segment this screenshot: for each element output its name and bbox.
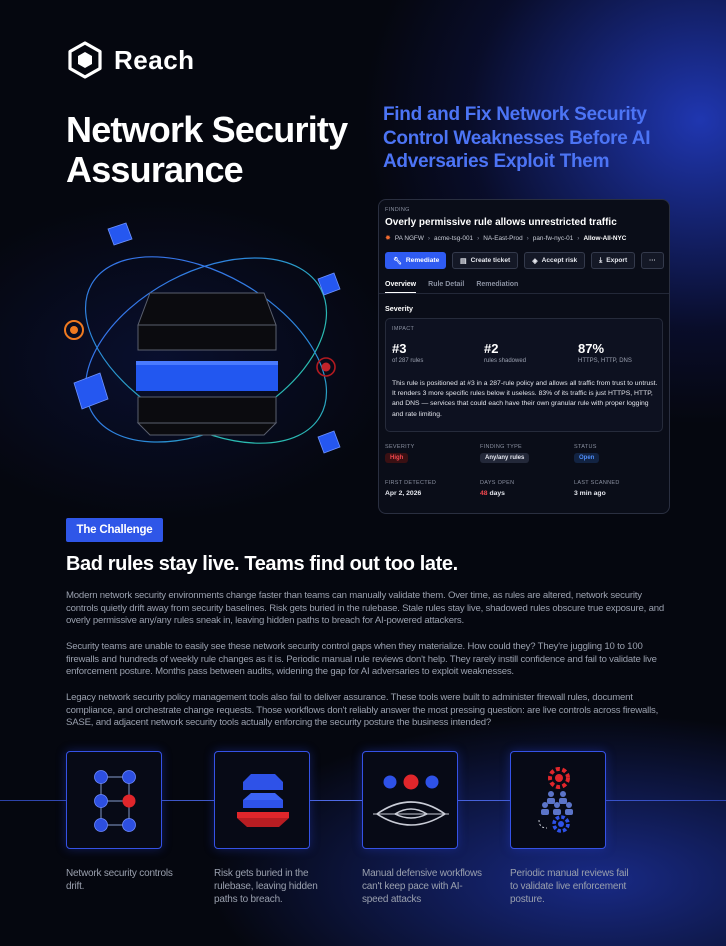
- create-ticket-button[interactable]: ▤Create ticket: [452, 252, 519, 269]
- tab-overview[interactable]: Overview: [385, 278, 417, 293]
- challenge-paragraph: Security teams are unable to easily see …: [66, 641, 657, 678]
- breadcrumb-item[interactable]: acme-tsg-001: [434, 234, 474, 242]
- type-badge: Any/any rules: [480, 453, 530, 463]
- feature-card: [214, 751, 310, 849]
- brand-name: Reach: [114, 44, 195, 75]
- breadcrumb-item[interactable]: pan-fw-nyc-01: [532, 234, 574, 242]
- meta-days-open: DAYS OPEN 48 days: [480, 480, 515, 497]
- stat-shadowed: #2 rules shadowed: [484, 341, 527, 364]
- shield-icon: ◈: [532, 257, 538, 265]
- tab-remediation[interactable]: Remediation: [476, 281, 519, 288]
- cube-logo-icon: [68, 41, 102, 79]
- challenge-heading: Bad rules stay live. Teams find out too …: [66, 553, 458, 575]
- feature-card: [362, 751, 458, 849]
- meta-status: STATUS Open: [574, 444, 600, 463]
- cube-icon: [107, 222, 133, 246]
- finding-breadcrumb: ✸ PA NGFW› acme-tsg-001› NA-East-Prod› p…: [385, 234, 627, 243]
- severity-badge: High: [385, 453, 409, 463]
- download-icon: ⤓: [599, 256, 603, 264]
- feature-caption: Manual defensive workflows can't keep pa…: [362, 868, 482, 906]
- breadcrumb-item[interactable]: PA NGFW: [394, 234, 424, 242]
- feature-caption: Periodic manual reviews fail to validate…: [510, 868, 629, 906]
- brand-logo: Reach: [66, 40, 195, 80]
- node-grid-icon: [94, 770, 136, 832]
- firewall-vendor-icon: ✸: [385, 235, 391, 242]
- section-heading: Severity: [385, 304, 413, 313]
- remediate-button[interactable]: 🔧︎Remediate: [385, 252, 446, 269]
- feature-card: [510, 751, 606, 849]
- finding-card: FINDING Overly permissive rule allows un…: [378, 199, 670, 514]
- wrench-icon: 🔧︎: [393, 257, 402, 265]
- eye-icon: [373, 774, 449, 826]
- stat-rank: #3 of 287 rules: [392, 341, 424, 364]
- finding-title: Overly permissive rule allows unrestrict…: [385, 217, 617, 228]
- impact-label: IMPACT: [392, 326, 415, 332]
- finding-label: FINDING: [385, 207, 410, 213]
- challenge-tag: The Challenge: [66, 518, 163, 542]
- impact-panel: IMPACT #3 of 287 rules #2 rules shadowed…: [385, 318, 663, 432]
- finding-tabs: Overview Rule Detail Remediation: [379, 278, 669, 294]
- breadcrumb-item-current[interactable]: Allow-All-NYC: [583, 234, 627, 242]
- finding-actions: 🔧︎Remediate ▤Create ticket ◈Accept risk …: [385, 252, 664, 269]
- export-button[interactable]: ⤓Export: [591, 252, 636, 269]
- feature-card: [66, 751, 162, 849]
- feature-caption: Risk gets buried in the rulebase, leavin…: [214, 868, 318, 906]
- page-title: Network Security Assurance: [66, 109, 348, 191]
- page-subtitle: Find and Fix Network Security Control We…: [383, 104, 651, 173]
- feature-caption: Network security controls drift.: [66, 868, 173, 893]
- impact-description: This rule is positioned at #3 in a 287-r…: [392, 380, 658, 418]
- status-badge: Open: [574, 453, 600, 463]
- ticket-icon: ▤: [460, 257, 467, 265]
- meta-first-detected: FIRST DETECTED Apr 2, 2026: [385, 480, 437, 497]
- challenge-paragraph: Modern network security environments cha…: [66, 590, 664, 627]
- breadcrumb-item[interactable]: NA-East-Prod: [483, 234, 523, 242]
- stat-traffic: 87% HTTPS, HTTP, DNS: [578, 341, 632, 364]
- meta-finding-type: FINDING TYPE Any/any rules: [480, 444, 530, 463]
- layers-icon: [237, 774, 289, 827]
- meta-last-scanned: LAST SCANNED 3 min ago: [574, 480, 620, 497]
- challenge-paragraph: Legacy network security policy managemen…: [66, 692, 659, 729]
- meta-severity: SEVERITY High: [385, 444, 415, 463]
- tab-rule-detail[interactable]: Rule Detail: [428, 281, 465, 288]
- team-gears-icon: [538, 767, 573, 833]
- firewall-orbit-illustration: [64, 222, 341, 454]
- accept-risk-button[interactable]: ◈Accept risk: [524, 252, 586, 269]
- more-options-button[interactable]: ···: [641, 252, 664, 269]
